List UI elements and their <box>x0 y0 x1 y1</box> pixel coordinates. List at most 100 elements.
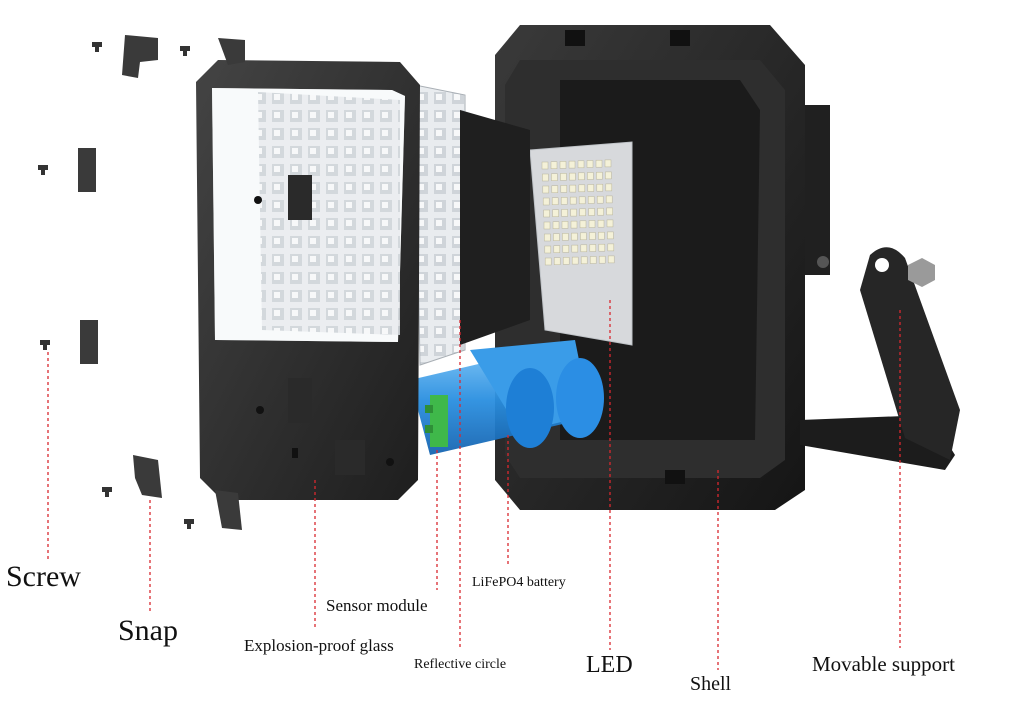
led-chip <box>578 184 586 193</box>
led-chip <box>596 195 604 204</box>
led-chip <box>586 160 594 168</box>
led-chip <box>597 207 604 216</box>
label-shell: Shell <box>690 673 732 695</box>
led-chip <box>596 171 603 180</box>
snap-part <box>78 148 96 192</box>
led-chip <box>598 231 605 240</box>
snap-part <box>122 35 158 78</box>
led-chip <box>589 256 597 264</box>
led-chip <box>607 243 615 252</box>
led-chip <box>568 160 576 169</box>
led-chip <box>589 232 596 240</box>
led-chip <box>607 255 615 264</box>
led-chip <box>570 208 577 217</box>
label-sensor-module: Sensor module <box>326 596 428 615</box>
led-chip <box>587 184 595 192</box>
led-chip <box>553 233 560 241</box>
led-chip <box>571 232 578 241</box>
screw-part <box>40 340 50 350</box>
screw-part <box>38 165 48 175</box>
led-chip <box>569 196 577 205</box>
sensor-module <box>425 395 448 447</box>
led-chip <box>607 231 614 240</box>
led-chip <box>588 208 595 216</box>
snap-part <box>215 490 242 530</box>
led-chip <box>543 209 550 218</box>
led-chip <box>578 196 586 205</box>
led-chip <box>578 172 585 181</box>
led-chip <box>543 221 551 230</box>
movable-support-bracket <box>800 247 960 470</box>
screw-part <box>180 46 190 56</box>
lifepo4-batteries <box>410 340 604 455</box>
led-chip <box>579 220 587 229</box>
led-chip <box>605 171 612 180</box>
led-chip <box>588 220 596 228</box>
label-led: LED <box>586 652 633 678</box>
led-chip <box>542 173 549 182</box>
led-chip <box>569 172 576 181</box>
led-chip <box>559 161 567 169</box>
label-movable-support: Movable support <box>812 652 955 676</box>
screw-part <box>92 42 102 52</box>
led-chip <box>562 233 569 241</box>
label-snap: Snap <box>118 614 178 647</box>
led-chip <box>551 197 559 205</box>
led-chip <box>569 184 577 193</box>
led-chip <box>560 173 567 181</box>
led-chip <box>605 183 613 192</box>
led-chip <box>571 244 579 253</box>
led-chip <box>553 245 561 253</box>
led-chip <box>552 209 559 217</box>
led-chip <box>589 244 597 252</box>
led-chip <box>606 207 613 216</box>
led-chip <box>561 209 568 217</box>
label-screw: Screw <box>6 560 81 593</box>
led-chip <box>560 197 568 205</box>
label-reflective-circle: Reflective circle <box>414 657 507 672</box>
led-chip <box>551 173 558 181</box>
led-chip <box>560 185 568 193</box>
led-chip <box>580 244 588 253</box>
led-chip <box>606 219 614 228</box>
label-explosion-proof-glass: Explosion-proof glass <box>244 636 394 655</box>
led-chip <box>553 257 561 265</box>
reflector <box>414 84 530 366</box>
led-chip <box>597 219 605 228</box>
screw-part <box>102 487 112 497</box>
led-chip <box>604 159 612 168</box>
led-chip <box>598 255 606 264</box>
led-chip <box>579 208 586 217</box>
led-chip <box>552 221 560 229</box>
label-lifepo4-battery: LiFePO4 battery <box>472 575 566 590</box>
led-chip <box>595 159 603 168</box>
leader-lines <box>47 300 901 670</box>
snap-part <box>133 455 162 498</box>
led-chip <box>544 233 551 242</box>
front-frame <box>196 60 420 500</box>
led-chip <box>561 221 569 229</box>
led-chip <box>550 161 558 169</box>
led-chip <box>587 172 594 180</box>
led-chip <box>551 185 559 193</box>
snap-part <box>80 320 98 364</box>
led-chip <box>605 195 613 204</box>
led-chip <box>571 256 579 265</box>
led-chip <box>562 245 570 253</box>
led-board <box>529 141 633 346</box>
led-chip <box>596 183 604 192</box>
led-chip <box>598 243 606 252</box>
led-chip <box>577 160 585 169</box>
led-chip <box>544 257 552 266</box>
led-chip <box>542 197 550 206</box>
screw-part <box>184 519 194 529</box>
snap-part <box>218 38 245 65</box>
led-chip <box>580 256 588 265</box>
screws <box>38 42 194 529</box>
led-chip <box>580 232 587 241</box>
led-chip <box>542 185 550 194</box>
led-chip <box>541 161 549 170</box>
led-chip <box>562 257 570 265</box>
